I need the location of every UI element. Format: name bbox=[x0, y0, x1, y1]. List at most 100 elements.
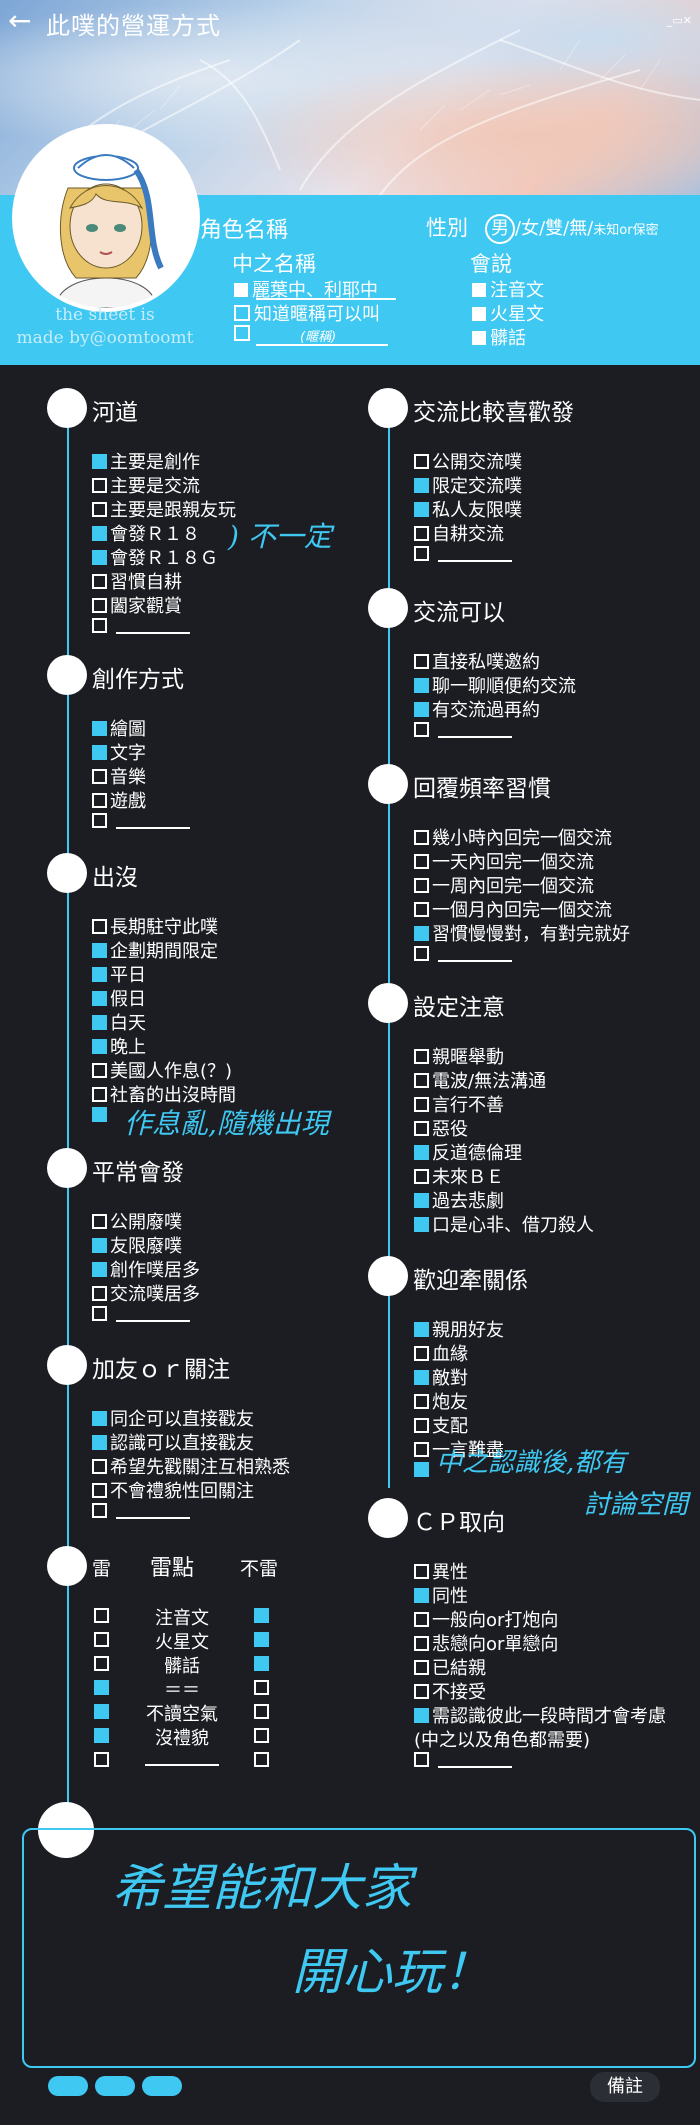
checklist-item[interactable]: 私人友限噗 bbox=[414, 496, 522, 522]
checklist-item[interactable] bbox=[92, 1304, 190, 1325]
checkbox-icon[interactable] bbox=[92, 454, 107, 469]
window-controls-icon[interactable]: _▭✕ bbox=[666, 14, 692, 27]
checkbox-icon[interactable] bbox=[92, 1286, 107, 1301]
checkbox-icon[interactable] bbox=[92, 1087, 107, 1102]
checklist-item[interactable] bbox=[92, 616, 190, 637]
thunder-right-checkbox-icon[interactable] bbox=[254, 1608, 269, 1623]
checkbox-icon[interactable] bbox=[414, 1121, 429, 1136]
checkbox-icon[interactable] bbox=[414, 1684, 429, 1699]
checklist-item[interactable] bbox=[414, 544, 512, 565]
checkbox-icon[interactable] bbox=[92, 1015, 107, 1030]
checkbox-icon[interactable] bbox=[92, 919, 107, 934]
checkbox-icon[interactable] bbox=[92, 1238, 107, 1253]
checklist-item[interactable]: 晚上 bbox=[92, 1033, 146, 1059]
thunder-right-checkbox-icon[interactable] bbox=[254, 1704, 269, 1719]
checkbox-icon[interactable] bbox=[92, 769, 107, 784]
thunder-right-checkbox-icon[interactable] bbox=[254, 1752, 269, 1767]
nakanohito-item-1[interactable]: 麗葉中、利耶中 bbox=[234, 276, 378, 302]
checkbox-icon[interactable] bbox=[414, 926, 429, 941]
checkbox-icon[interactable] bbox=[414, 1612, 429, 1627]
checkbox-icon[interactable] bbox=[414, 1049, 429, 1064]
checklist-item[interactable]: 一天內回完一個交流 bbox=[414, 848, 594, 874]
checkbox-icon[interactable] bbox=[414, 946, 429, 961]
checklist-item[interactable]: 習慣自耕 bbox=[92, 568, 182, 594]
checklist-item[interactable]: 友限廢噗 bbox=[92, 1232, 182, 1258]
memo-button[interactable]: 備註 bbox=[590, 2072, 660, 2102]
checklist-item[interactable]: 不接受 bbox=[414, 1678, 486, 1704]
checklist-item[interactable]: 交流噗居多 bbox=[92, 1280, 200, 1306]
speak-item-3[interactable]: 髒話 bbox=[472, 324, 526, 350]
checklist-item[interactable] bbox=[414, 720, 512, 741]
checkbox-icon[interactable] bbox=[414, 902, 429, 917]
checkbox-icon[interactable] bbox=[414, 1394, 429, 1409]
checklist-item[interactable]: 創作噗居多 bbox=[92, 1256, 200, 1282]
checkbox-icon[interactable] bbox=[414, 1708, 429, 1723]
checklist-item[interactable]: 需認識彼此一段時間才會考慮 bbox=[414, 1702, 666, 1728]
checklist-item[interactable]: 一般向or打炮向 bbox=[414, 1606, 558, 1632]
checkbox-icon[interactable] bbox=[92, 1503, 107, 1518]
gender-selected[interactable]: 男 bbox=[485, 214, 515, 244]
checklist-item[interactable]: 會發Ｒ１８ bbox=[92, 520, 200, 546]
checkbox-icon[interactable] bbox=[414, 1752, 429, 1767]
thunder-right-checkbox-icon[interactable] bbox=[254, 1656, 269, 1671]
checkbox-icon[interactable] bbox=[414, 830, 429, 845]
checkbox-icon[interactable] bbox=[414, 454, 429, 469]
checklist-item[interactable]: 已結親 bbox=[414, 1654, 486, 1680]
page-pill-3[interactable] bbox=[142, 2076, 182, 2096]
checkbox-icon[interactable] bbox=[414, 1097, 429, 1112]
checkbox-icon[interactable] bbox=[92, 1435, 107, 1450]
checkbox-icon[interactable] bbox=[414, 1073, 429, 1088]
checklist-item[interactable] bbox=[92, 1501, 190, 1522]
checklist-item[interactable] bbox=[414, 1460, 432, 1481]
checklist-item[interactable]: 血緣 bbox=[414, 1340, 468, 1366]
checklist-item[interactable]: 社畜的出沒時間 bbox=[92, 1081, 236, 1107]
gender-option-list[interactable]: /女/雙/無/ bbox=[515, 218, 594, 239]
checklist-item[interactable]: 未來ＢＥ bbox=[414, 1163, 504, 1189]
checkbox-icon[interactable] bbox=[414, 1145, 429, 1160]
checklist-item[interactable]: 美國人作息(？) bbox=[92, 1057, 232, 1083]
checklist-item[interactable]: 假日 bbox=[92, 985, 146, 1011]
checkbox-icon[interactable] bbox=[414, 1636, 429, 1651]
speak-item-2[interactable]: 火星文 bbox=[472, 300, 544, 326]
checklist-item[interactable] bbox=[92, 811, 190, 832]
checkbox-icon[interactable] bbox=[414, 1418, 429, 1433]
checkbox-icon[interactable] bbox=[92, 813, 107, 828]
checkbox-icon[interactable] bbox=[414, 1217, 429, 1232]
checkbox-icon[interactable] bbox=[414, 1442, 429, 1457]
checkbox-icon[interactable] bbox=[92, 1039, 107, 1054]
thunder-left-checkbox-icon[interactable] bbox=[94, 1680, 109, 1695]
checklist-item[interactable]: 親朋好友 bbox=[414, 1316, 504, 1342]
checklist-item[interactable]: 炮友 bbox=[414, 1388, 468, 1414]
checklist-item[interactable]: 電波/無法溝通 bbox=[414, 1067, 546, 1093]
checkbox-icon[interactable] bbox=[414, 478, 429, 493]
checkbox-icon[interactable] bbox=[414, 1193, 429, 1208]
checkbox-icon[interactable] bbox=[92, 1411, 107, 1426]
checklist-item[interactable]: 敵對 bbox=[414, 1364, 468, 1390]
checkbox-icon[interactable] bbox=[414, 1370, 429, 1385]
checkbox-icon[interactable] bbox=[414, 654, 429, 669]
checkbox-icon[interactable] bbox=[414, 702, 429, 717]
page-pill-2[interactable] bbox=[95, 2076, 135, 2096]
checklist-item[interactable]: 公開交流噗 bbox=[414, 448, 522, 474]
checklist-item[interactable]: 親暱舉動 bbox=[414, 1043, 504, 1069]
checklist-item[interactable]: 一言難盡 bbox=[414, 1436, 504, 1462]
checklist-item[interactable]: 限定交流噗 bbox=[414, 472, 522, 498]
checklist-item[interactable]: 反道德倫理 bbox=[414, 1139, 522, 1165]
arrow-left-icon[interactable]: ← bbox=[8, 4, 32, 37]
checkbox-icon[interactable] bbox=[92, 1262, 107, 1277]
checkbox-icon[interactable] bbox=[414, 1462, 429, 1477]
checklist-item[interactable]: 支配 bbox=[414, 1412, 468, 1438]
checkbox-icon[interactable] bbox=[414, 854, 429, 869]
checklist-item[interactable]: 長期駐守此噗 bbox=[92, 913, 218, 939]
checklist-item[interactable]: 惡役 bbox=[414, 1115, 468, 1141]
checkbox-icon[interactable] bbox=[92, 745, 107, 760]
checklist-item[interactable]: 習慣慢慢對，有對完就好 bbox=[414, 920, 630, 946]
checklist-item[interactable]: 自耕交流 bbox=[414, 520, 504, 546]
checklist-item[interactable]: 一個月內回完一個交流 bbox=[414, 896, 612, 922]
checklist-item[interactable]: 不會禮貌性回關注 bbox=[92, 1477, 254, 1503]
checkbox-icon[interactable] bbox=[414, 546, 429, 561]
checkbox-icon[interactable] bbox=[414, 1322, 429, 1337]
checklist-item[interactable]: 同企可以直接戳友 bbox=[92, 1405, 254, 1431]
thunder-left-checkbox-icon[interactable] bbox=[94, 1632, 109, 1647]
thunder-right-checkbox-icon[interactable] bbox=[254, 1680, 269, 1695]
